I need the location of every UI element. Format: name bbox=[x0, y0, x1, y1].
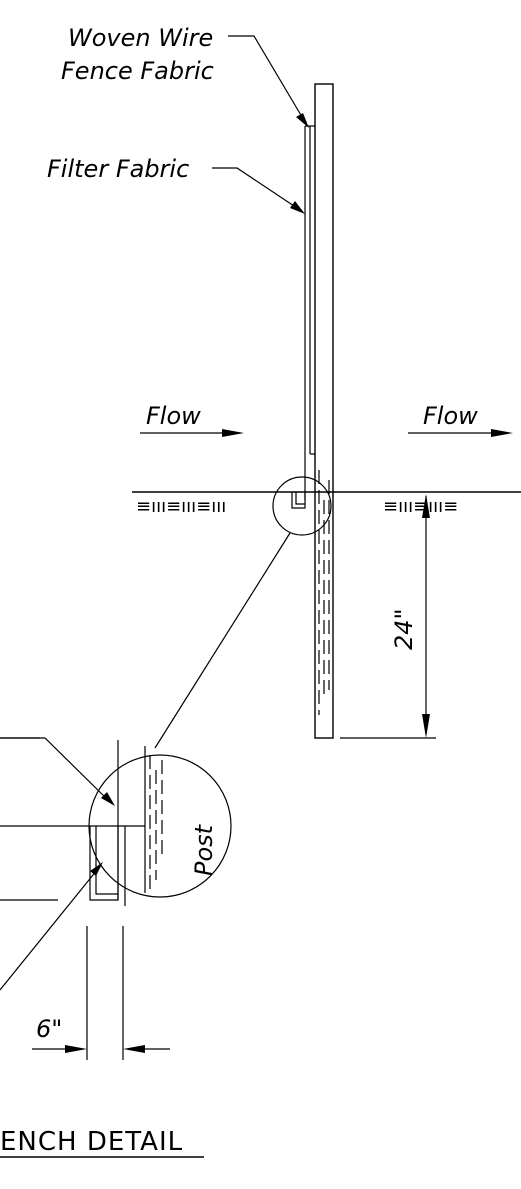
flow-arrow-left bbox=[140, 429, 244, 437]
width-dimension-label: 6" bbox=[36, 1015, 62, 1043]
post-label: Post bbox=[190, 823, 218, 876]
woven-wire-leader bbox=[228, 35, 309, 128]
filter-fabric-label: Filter Fabric bbox=[47, 155, 189, 183]
woven-wire-label-line2: Fence Fabric bbox=[61, 57, 214, 85]
soil-hatch-left: ≡ııı≡ııı≡ııı bbox=[136, 496, 226, 517]
depth-dimension-label: 24" bbox=[390, 608, 418, 650]
fence-post bbox=[314, 83, 334, 739]
width-dimension bbox=[32, 1045, 170, 1053]
flow-label-left: Flow bbox=[146, 402, 201, 430]
soil-hatch-right: ≡ııı≡ııı≡ bbox=[383, 496, 458, 517]
filter-fabric-leader bbox=[212, 167, 305, 214]
flow-arrow-right bbox=[408, 429, 513, 437]
flow-label-right: Flow bbox=[423, 402, 478, 430]
enlarged-detail bbox=[0, 737, 232, 1060]
backfill-dashes-upper bbox=[318, 470, 330, 715]
drawing-title: ENCH DETAIL bbox=[0, 1127, 183, 1157]
trench-fold-upper bbox=[291, 492, 306, 509]
depth-dimension bbox=[340, 494, 436, 739]
detail-callout-circle bbox=[272, 476, 332, 536]
detail-leader-line bbox=[154, 532, 291, 749]
woven-wire-label-line1: Woven Wire bbox=[68, 24, 213, 52]
